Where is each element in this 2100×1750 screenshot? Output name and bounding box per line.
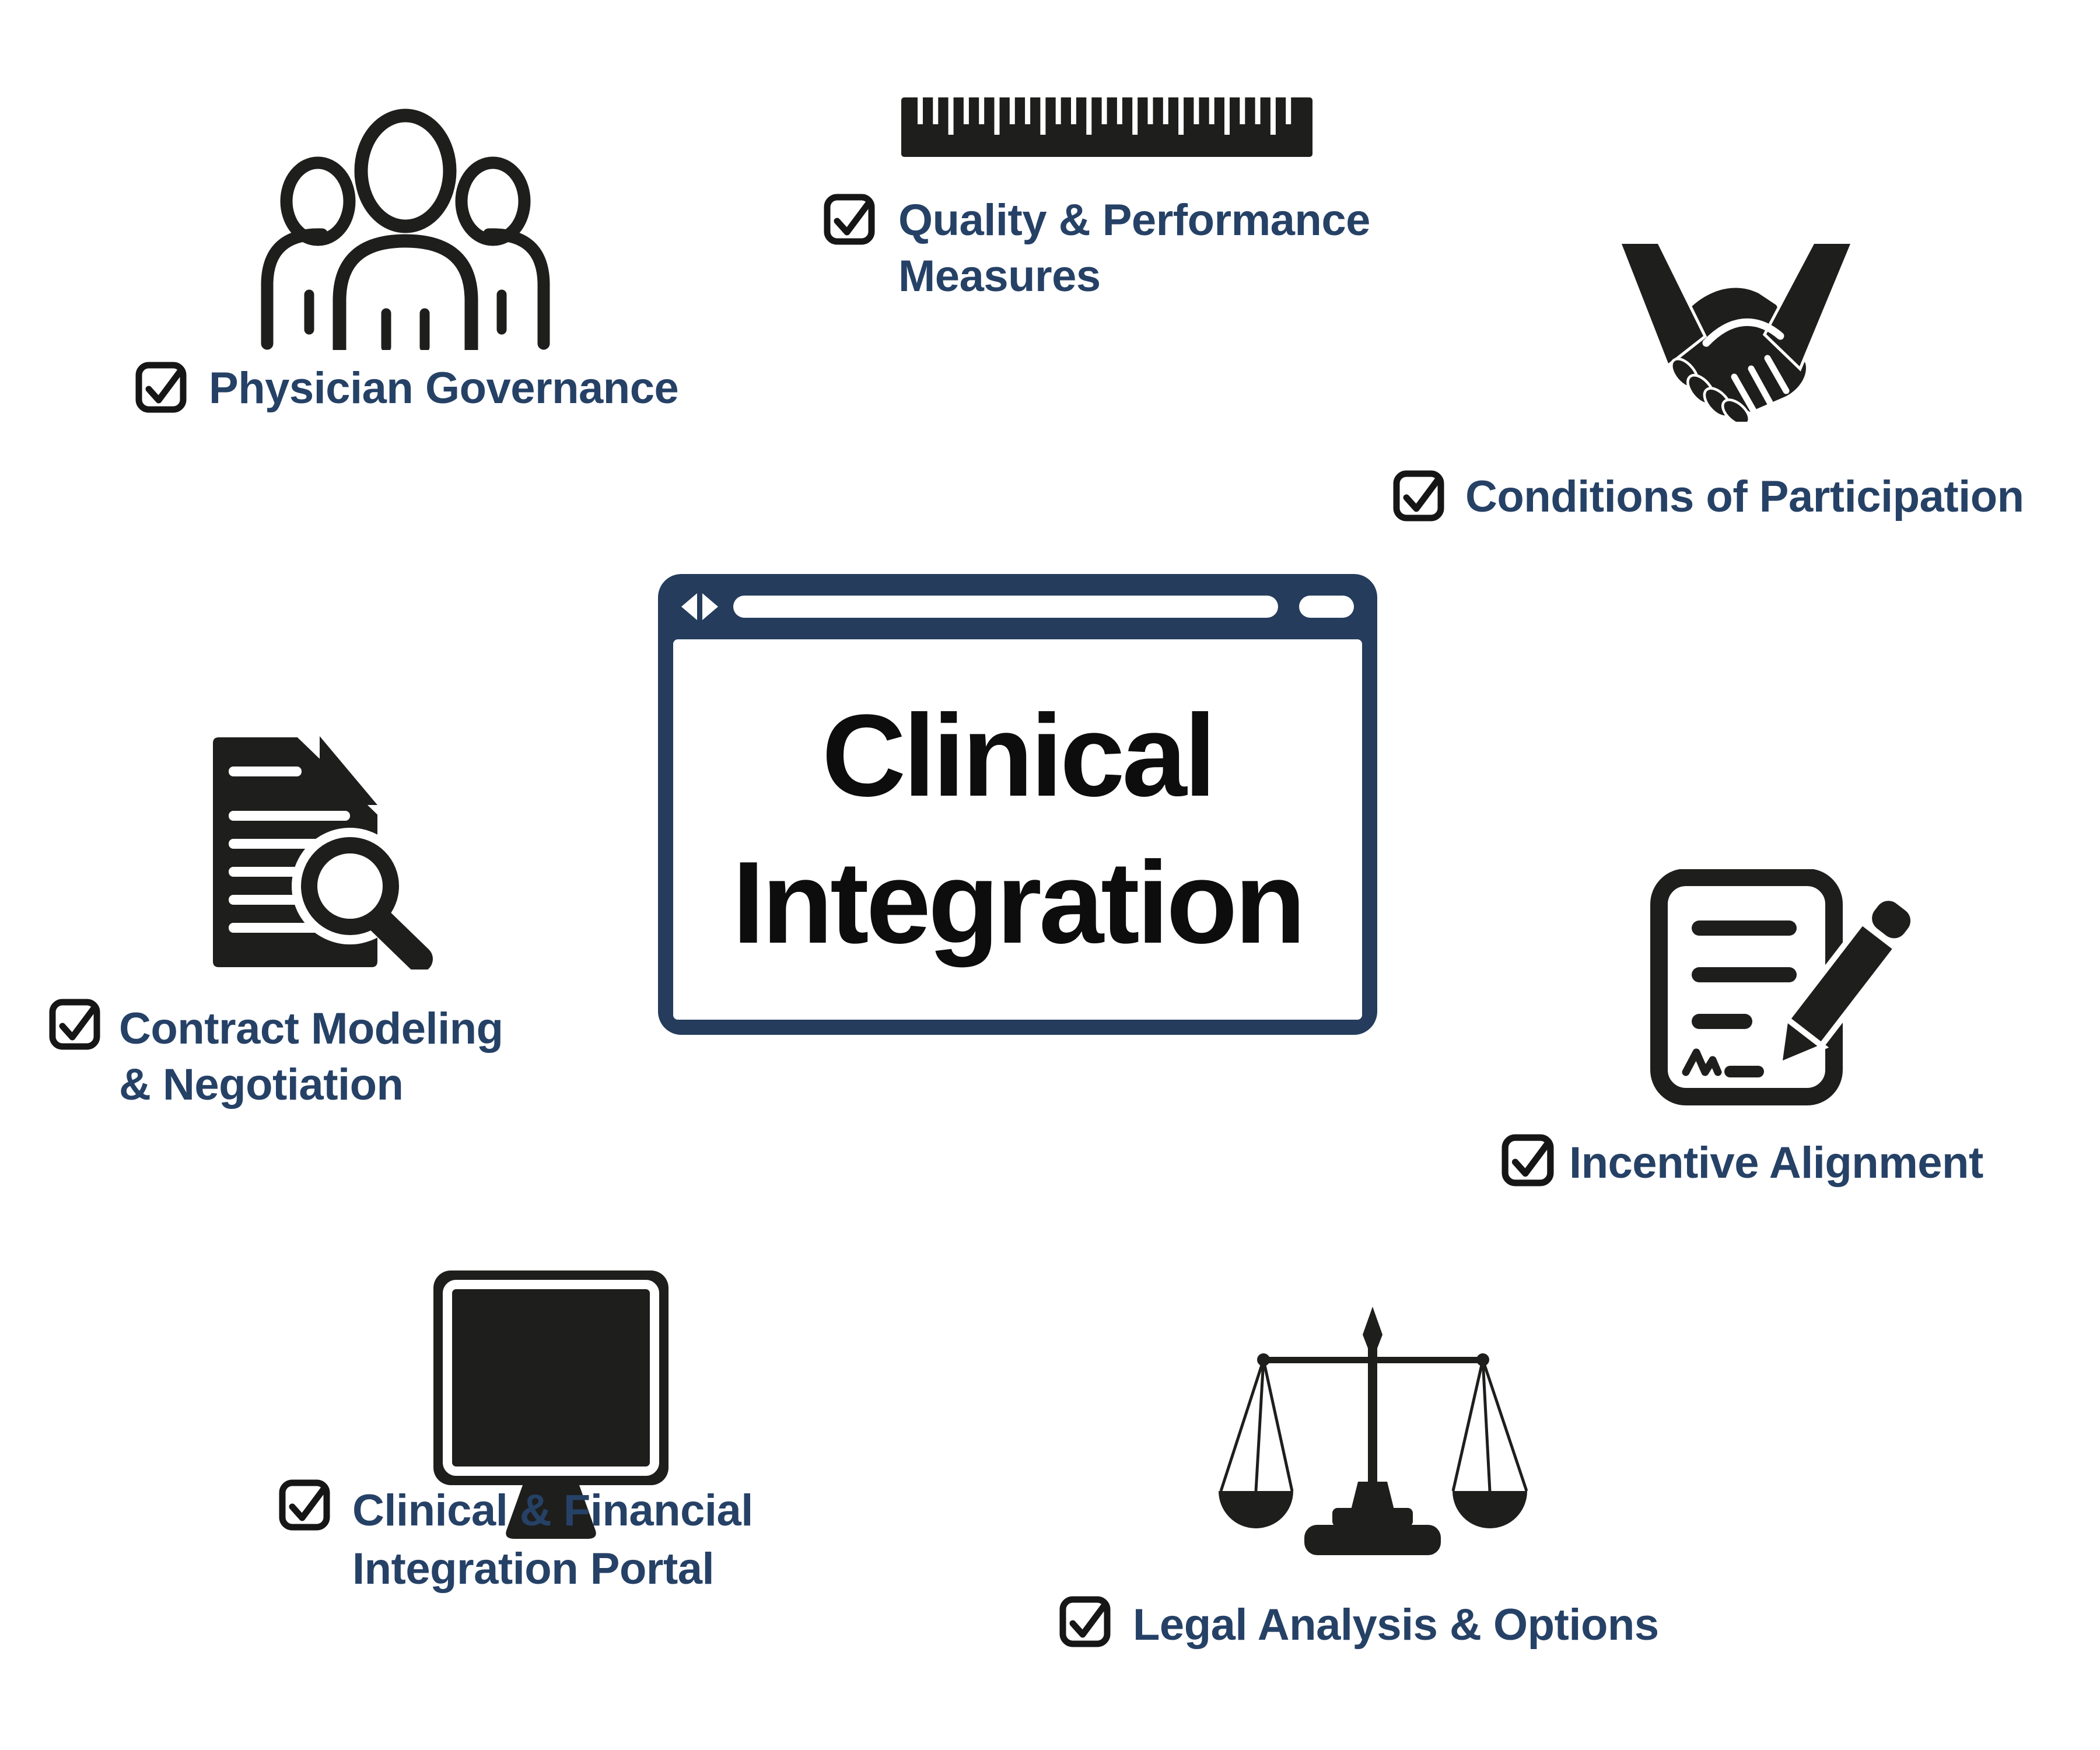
checkbox-icon[interactable] <box>824 194 875 245</box>
page-title-line2: Integration <box>732 838 1306 968</box>
contract-pencil-icon <box>1650 869 1918 1105</box>
item-label: Legal Analysis & Options <box>1133 1597 1659 1653</box>
item-label-line: Contract Modeling <box>119 1004 503 1054</box>
item-label: Quality & Performance Measures <box>898 192 1370 304</box>
checkbox-icon[interactable] <box>279 1479 330 1531</box>
checkbox-icon[interactable] <box>1502 1134 1554 1186</box>
item-label-line: Legal Analysis & Options <box>1133 1600 1659 1650</box>
item-label: Clinical & Financial Integration Portal <box>352 1482 753 1598</box>
item-label-line: Measures <box>898 251 1101 301</box>
back-forward-arrows-icon <box>681 593 718 620</box>
page-title: Clinical Integration <box>732 682 1306 977</box>
computer-monitor-icon <box>432 1269 670 1544</box>
browser-content: Clinical Integration <box>673 639 1362 1020</box>
browser-window: Clinical Integration <box>658 574 1377 1035</box>
browser-titlebar <box>673 574 1362 639</box>
checkbox-icon[interactable] <box>49 999 100 1050</box>
handshake-icon <box>1592 244 1864 422</box>
checkbox-icon[interactable] <box>1393 470 1444 522</box>
item-label-line: Physician Governance <box>209 363 679 413</box>
item-label: Contract Modeling & Negotiation <box>119 1001 503 1113</box>
page-title-line1: Clinical <box>821 691 1216 821</box>
item-label-line: Quality & Performance <box>898 195 1370 245</box>
item-label: Physician Governance <box>209 360 679 416</box>
item-label-line: Incentive Alignment <box>1569 1138 1983 1188</box>
window-button <box>1299 596 1354 618</box>
scales-of-justice-icon <box>1218 1307 1528 1561</box>
url-bar <box>733 596 1278 618</box>
item-label-line: Integration Portal <box>352 1544 715 1594</box>
document-magnifier-icon <box>211 736 435 970</box>
item-label-line: Clinical & Financial <box>352 1486 753 1535</box>
item-label: Conditions of Participation <box>1465 469 2024 525</box>
checkbox-icon[interactable] <box>1059 1596 1111 1647</box>
item-label-line: Conditions of Participation <box>1465 472 2024 522</box>
checkbox-icon[interactable] <box>135 362 187 413</box>
ruler-icon <box>901 97 1312 157</box>
item-label: Incentive Alignment <box>1569 1135 1983 1191</box>
item-label-line: & Negotiation <box>119 1060 404 1110</box>
people-group-icon <box>251 108 560 350</box>
